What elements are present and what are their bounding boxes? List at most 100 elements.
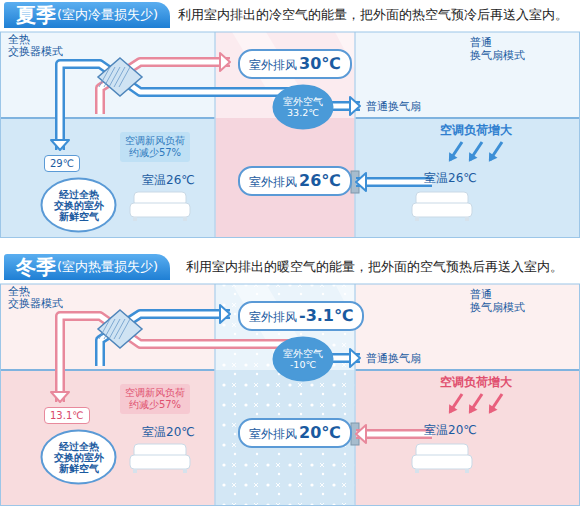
air-duct	[356, 432, 432, 437]
exchanger-fin	[109, 319, 120, 339]
node-text: 20℃	[299, 423, 341, 442]
node-text: 室外排风	[249, 309, 297, 326]
node-text: 室外空气 33.2℃	[283, 96, 323, 118]
room	[0, 118, 215, 238]
wall	[354, 32, 356, 238]
text-wrap: 经过全热 交换的室外 新鲜空气	[54, 189, 104, 222]
node-text: 29℃	[50, 157, 74, 170]
arrow-head	[350, 349, 360, 367]
air-circle: 室外空气 -10℃	[272, 336, 334, 382]
exchanger-fin	[119, 67, 130, 87]
exhaust-bubble: 室外排风26℃	[238, 166, 352, 196]
panel-frame	[1, 284, 580, 506]
outdoor	[215, 118, 355, 238]
circle-outline	[274, 86, 333, 129]
sofa-icon	[183, 217, 187, 221]
sofa-icon	[465, 469, 469, 473]
exchanger-fin	[109, 67, 120, 87]
sofa-icon	[412, 203, 472, 217]
arrow-head	[449, 152, 458, 161]
node-text: 经过全热 交换的室外 新鲜空气	[54, 189, 104, 222]
node-text: 30℃	[299, 54, 341, 73]
exchanger-fin	[104, 67, 115, 87]
temp-box: 29℃	[44, 155, 80, 172]
label-text: 空调负荷增大	[440, 374, 512, 391]
room-upper	[0, 284, 215, 370]
exhaust-bubble: 室外排风20℃	[238, 418, 352, 448]
exchanger-fin	[114, 67, 125, 87]
room	[355, 370, 580, 506]
room-upper	[0, 32, 215, 118]
sofa-icon	[183, 469, 187, 473]
ceiling	[0, 369, 215, 371]
temp-box: 13.1℃	[44, 407, 90, 424]
fresh-air-circle: 经过全热 交换的室外 新鲜空气	[40, 177, 117, 233]
label-text: 全热 交换器模式	[8, 286, 63, 310]
fresh-air-circle: 经过全热 交换的室外 新鲜空气	[40, 429, 117, 485]
air-duct	[356, 429, 432, 439]
sofa-icon	[465, 217, 469, 221]
ceiling	[0, 117, 215, 119]
arrow-head	[51, 140, 69, 150]
node-text: -3.1℃	[299, 306, 353, 325]
season-tab: 夏季(室内冷量损失少)	[4, 2, 170, 28]
arrow-head	[489, 404, 498, 413]
node-text: 室外排风	[249, 174, 297, 191]
label-text: 室温20℃	[424, 422, 477, 439]
label-text: 利用室内排出的冷空气的能量，把外面的热空气预冷后再送入室内。	[178, 7, 568, 24]
room	[355, 118, 580, 238]
label-text: 空调负荷增大	[440, 122, 512, 139]
circle-outline	[42, 179, 116, 232]
node-text: 13.1℃	[50, 409, 84, 422]
arrow-head	[220, 305, 230, 323]
arrow-head	[220, 53, 230, 71]
snow-pattern	[215, 284, 355, 506]
season-tab: 冬季(室内热量损失少)	[4, 254, 170, 280]
label-text: 普通 换气扇模式	[470, 36, 525, 62]
exhaust-bubble: 室外排风30℃	[238, 49, 352, 79]
sofa-icon	[130, 455, 190, 469]
arrow-head	[489, 152, 498, 161]
node-text: 室外排风	[249, 57, 297, 74]
node-text: 经过全热 交换的室外 新鲜空气	[54, 441, 104, 474]
exchanger-fin	[119, 319, 130, 339]
node-text: 26℃	[299, 171, 341, 190]
label-text: 室温20℃	[142, 424, 195, 441]
label-text: 全热 交换器模式	[8, 34, 63, 58]
node-text: (室内冷量损失少)	[57, 6, 158, 24]
node-text: 空调新风负荷 约减少57%	[125, 135, 185, 159]
label-text: 室温26℃	[142, 172, 195, 189]
sofa-icon	[415, 217, 419, 221]
arrow-head	[469, 152, 478, 161]
circle-outline	[274, 338, 333, 381]
room	[0, 370, 215, 506]
node-text: (室内热量损失少)	[57, 258, 158, 276]
text-wrap: 室外空气 33.2℃	[283, 96, 323, 118]
node-text: 室外排风	[249, 426, 297, 443]
label-text: 普通 换气扇模式	[470, 288, 525, 314]
room-upper	[355, 284, 580, 370]
air-duct	[356, 180, 432, 185]
node-text: 室外空气 -10℃	[283, 348, 323, 370]
circle-outline	[42, 431, 116, 484]
heat-exchanger	[98, 58, 142, 96]
arrow-head	[51, 392, 69, 402]
text-wrap: 经过全热 交换的室外 新鲜空气	[54, 441, 104, 474]
sofa-icon	[133, 469, 137, 473]
label-text: 普通换气扇	[366, 351, 421, 366]
air-circle: 室外空气 33.2℃	[272, 84, 334, 130]
label-text: 利用室内排出的暖空气的能量，把外面的空气预热后再送入室内。	[186, 259, 563, 276]
arrow-head	[469, 404, 478, 413]
room-upper	[355, 32, 580, 118]
ceiling	[355, 117, 580, 119]
exhaust-bubble: 室外排风-3.1℃	[238, 301, 364, 331]
node-text: 空调新风负荷 约减少57%	[125, 387, 185, 411]
sofa-icon	[130, 203, 190, 217]
arrow-head	[350, 97, 360, 115]
air-duct	[356, 177, 432, 187]
sofa-icon	[133, 217, 137, 221]
load-box: 空调新风负荷 约减少57%	[120, 384, 190, 414]
arrow-head	[356, 173, 366, 191]
exchanger-fin	[99, 67, 110, 87]
heat-exchanger	[98, 310, 142, 348]
